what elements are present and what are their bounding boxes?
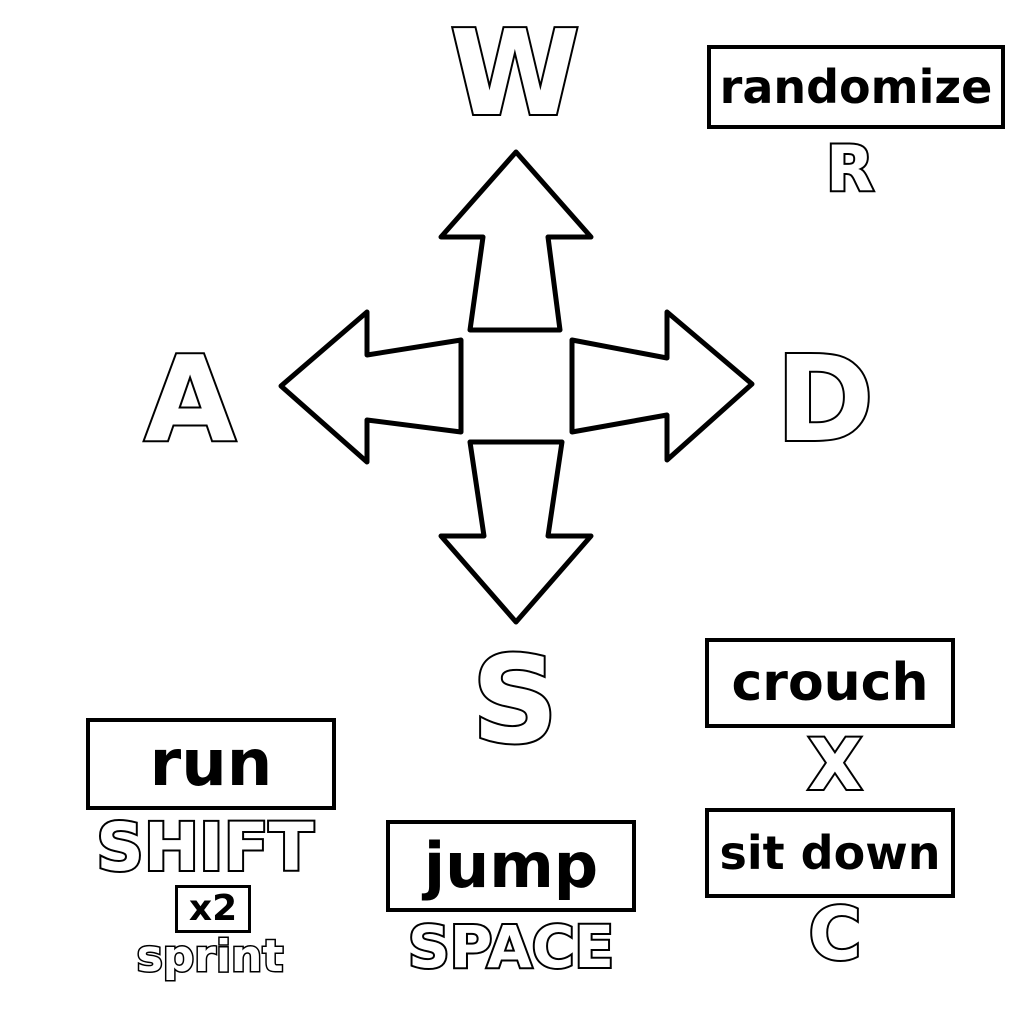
sprint-multiplier-label: x2 — [188, 888, 238, 929]
sit-down-key-label: C — [807, 892, 864, 976]
sprint-multiplier-box: x2 — [175, 885, 251, 933]
jump-action-box: jump — [386, 820, 636, 912]
down-key-label: S — [470, 632, 560, 771]
run-key-label: SHIFT — [94, 809, 315, 886]
up-arrow-icon — [438, 149, 594, 333]
left-key-label: A — [142, 330, 237, 468]
sit-down-label: sit down — [719, 826, 941, 880]
crouch-key-label: X — [806, 724, 864, 806]
jump-key-label: SPACE — [406, 913, 616, 981]
randomize-action-box: randomize — [707, 45, 1005, 129]
crouch-action-box: crouch — [705, 638, 955, 728]
up-key-label: W — [448, 4, 582, 142]
right-key-label: D — [774, 330, 876, 468]
left-arrow-icon — [278, 309, 464, 465]
randomize-label: randomize — [719, 60, 993, 114]
crouch-label: crouch — [731, 653, 929, 713]
randomize-key-label: R — [824, 132, 876, 205]
run-action-box: run — [86, 718, 336, 810]
sprint-label: sprint — [135, 931, 285, 982]
run-label: run — [149, 727, 273, 801]
right-arrow-icon — [569, 309, 755, 463]
sit-down-action-box: sit down — [705, 808, 955, 898]
down-arrow-icon — [438, 439, 594, 625]
jump-label: jump — [423, 829, 599, 902]
